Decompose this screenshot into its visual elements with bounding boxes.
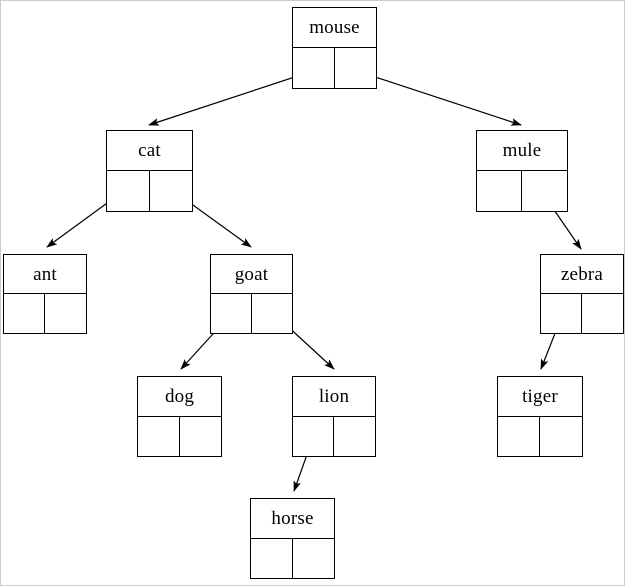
left-pointer-cell[interactable]	[293, 48, 335, 88]
left-pointer-cell[interactable]	[541, 294, 582, 333]
right-pointer-cell[interactable]	[45, 294, 86, 333]
tree-node-zebra[interactable]: zebra	[540, 254, 624, 334]
tree-node-lion[interactable]: lion	[292, 376, 376, 457]
right-pointer-cell[interactable]	[252, 294, 293, 333]
tree-node-pointer-row	[107, 171, 192, 211]
right-pointer-cell[interactable]	[582, 294, 623, 333]
tree-node-label: tiger	[498, 377, 582, 417]
tree-node-ant[interactable]: ant	[3, 254, 87, 334]
tree-node-label: ant	[4, 255, 86, 294]
tree-node-goat[interactable]: goat	[210, 254, 293, 334]
tree-node-pointer-row	[293, 48, 376, 88]
left-pointer-cell[interactable]	[498, 416, 540, 456]
tree-node-pointer-row	[498, 416, 582, 457]
tree-node-pointer-row	[293, 416, 375, 457]
tree-node-label: lion	[293, 377, 375, 417]
tree-node-label: mule	[477, 131, 567, 171]
tree-node-cat[interactable]: cat	[106, 130, 193, 212]
right-pointer-cell[interactable]	[540, 417, 582, 457]
right-pointer-cell[interactable]	[522, 171, 567, 211]
tree-node-label: cat	[107, 131, 192, 171]
tree-node-pointer-row	[251, 538, 335, 579]
tree-node-pointer-row	[138, 416, 222, 457]
left-pointer-cell[interactable]	[251, 538, 293, 578]
right-pointer-cell[interactable]	[334, 417, 375, 457]
left-pointer-cell[interactable]	[477, 171, 522, 211]
tree-node-label: dog	[138, 377, 221, 417]
left-pointer-cell[interactable]	[211, 294, 252, 333]
tree-node-tiger[interactable]: tiger	[497, 376, 583, 457]
tree-node-label: horse	[251, 499, 334, 539]
tree-node-mule[interactable]: mule	[476, 130, 568, 212]
left-pointer-cell[interactable]	[4, 294, 45, 333]
tree-node-label: zebra	[541, 255, 623, 294]
right-pointer-cell[interactable]	[335, 48, 377, 88]
tree-node-dog[interactable]: dog	[137, 376, 222, 457]
tree-node-pointer-row	[4, 294, 86, 333]
tree-node-pointer-row	[477, 171, 567, 211]
tree-node-mouse[interactable]: mouse	[292, 7, 377, 89]
tree-node-pointer-row	[541, 294, 623, 333]
left-pointer-cell[interactable]	[107, 171, 150, 211]
right-pointer-cell[interactable]	[180, 417, 222, 457]
tree-node-pointer-row	[211, 294, 292, 333]
right-pointer-cell[interactable]	[150, 171, 193, 211]
left-pointer-cell[interactable]	[138, 416, 180, 456]
tree-node-label: goat	[211, 255, 292, 294]
left-pointer-cell[interactable]	[293, 416, 334, 456]
tree-node-horse[interactable]: horse	[250, 498, 335, 579]
right-pointer-cell[interactable]	[293, 539, 335, 579]
tree-node-label: mouse	[293, 8, 376, 48]
